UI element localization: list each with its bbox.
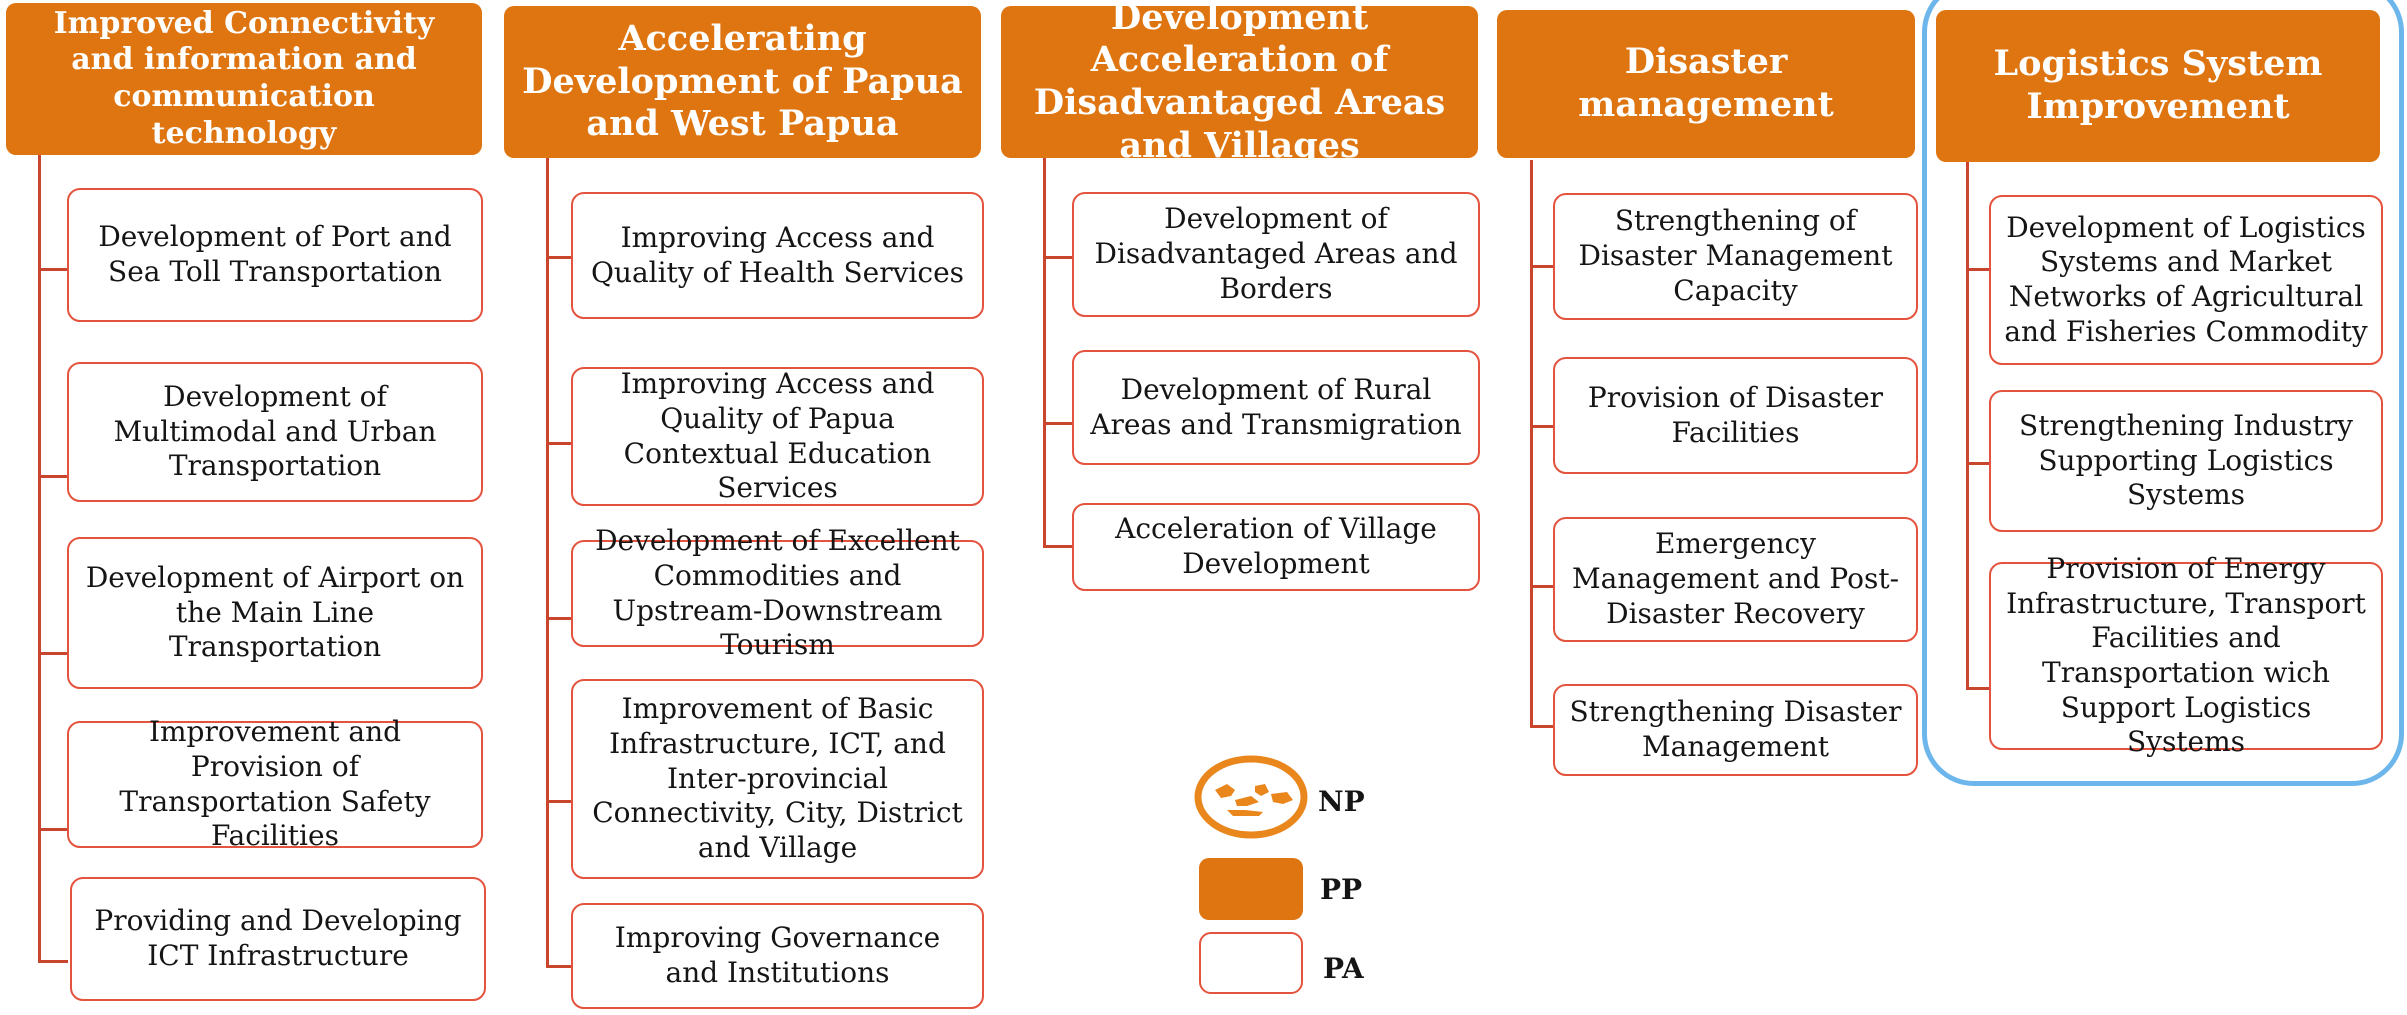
connector-tick	[1043, 256, 1073, 259]
pa-box: Improvement of Basic Infrastructure, ICT…	[571, 679, 984, 879]
pa-box: Improving Access and Quality of Health S…	[571, 192, 984, 319]
pa-box: Acceleration of Village Development	[1072, 503, 1480, 591]
connector-tick	[1043, 422, 1073, 425]
connector-tick	[38, 828, 68, 831]
connector-line	[1966, 162, 1969, 690]
connector-tick	[546, 617, 572, 620]
legend-label-pp: PP	[1320, 873, 1363, 906]
connector-tick	[546, 800, 572, 803]
connector-tick	[1966, 268, 1990, 271]
pa-box: Improving Access and Quality of Papua Co…	[571, 367, 984, 506]
connector-tick	[1043, 545, 1073, 548]
pa-box: Strengthening of Disaster Management Cap…	[1553, 193, 1918, 320]
connector-tick	[546, 256, 572, 259]
legend-swatch-pa	[1199, 932, 1303, 994]
pa-box: Development of Multimodal and Urban Tran…	[67, 362, 483, 502]
connector-line	[38, 155, 41, 963]
connector-tick	[38, 652, 68, 655]
connector-line	[1530, 160, 1533, 728]
connector-line	[1043, 158, 1046, 548]
pa-box: Improving Governance and Institutions	[571, 903, 984, 1009]
pa-box: Provision of Energy Infrastructure, Tran…	[1989, 552, 2383, 758]
connector-tick	[38, 268, 68, 271]
legend-label-pa: PA	[1323, 952, 1364, 985]
indonesia-map-icon	[1194, 755, 1308, 839]
pa-box: Development of Port and Sea Toll Transpo…	[67, 188, 483, 322]
np-header: Improved Connectivity and information an…	[6, 3, 482, 155]
np-header: Logistics System Improvement	[1936, 10, 2380, 162]
highlight-outline	[1922, 0, 2404, 786]
pa-box: Development of Logistics Systems and Mar…	[1989, 195, 2383, 365]
connector-tick	[38, 475, 68, 478]
np-header: Disaster management	[1497, 10, 1915, 158]
connector-tick	[1530, 585, 1554, 588]
pa-box: Strengthening Industry Supporting Logist…	[1989, 390, 2383, 532]
connector-tick	[1966, 687, 1990, 690]
pa-box: Development of Airport on the Main Line …	[67, 537, 483, 689]
pa-box: Emergency Management and Post-Disaster R…	[1553, 517, 1918, 642]
connector-tick	[1966, 462, 1990, 465]
legend-swatch-pp	[1199, 858, 1303, 920]
pa-box: Development of Excellent Commodities and…	[571, 524, 984, 661]
connector-line	[546, 158, 549, 968]
pa-box: Development of Rural Areas and Transmigr…	[1072, 350, 1480, 465]
connector-tick	[1530, 425, 1554, 428]
np-header: Accelerating Development of Papua and We…	[504, 6, 981, 158]
connector-tick	[546, 965, 572, 968]
pa-box: Providing and Developing ICT Infrastruct…	[70, 877, 486, 1001]
np-header: Development Acceleration of Disadvantage…	[1001, 0, 1478, 166]
connector-tick	[1530, 725, 1554, 728]
pa-box: Development of Disadvantaged Areas and B…	[1072, 192, 1480, 317]
connector-tick	[38, 960, 68, 963]
connector-tick	[546, 442, 572, 445]
pa-box: Provision of Disaster Facilities	[1553, 357, 1918, 474]
pa-box: Strengthening Disaster Management	[1553, 684, 1918, 776]
connector-tick	[1530, 265, 1554, 268]
pa-box: Improvement and Provision of Transportat…	[67, 715, 483, 852]
legend-label-np: NP	[1318, 785, 1365, 818]
